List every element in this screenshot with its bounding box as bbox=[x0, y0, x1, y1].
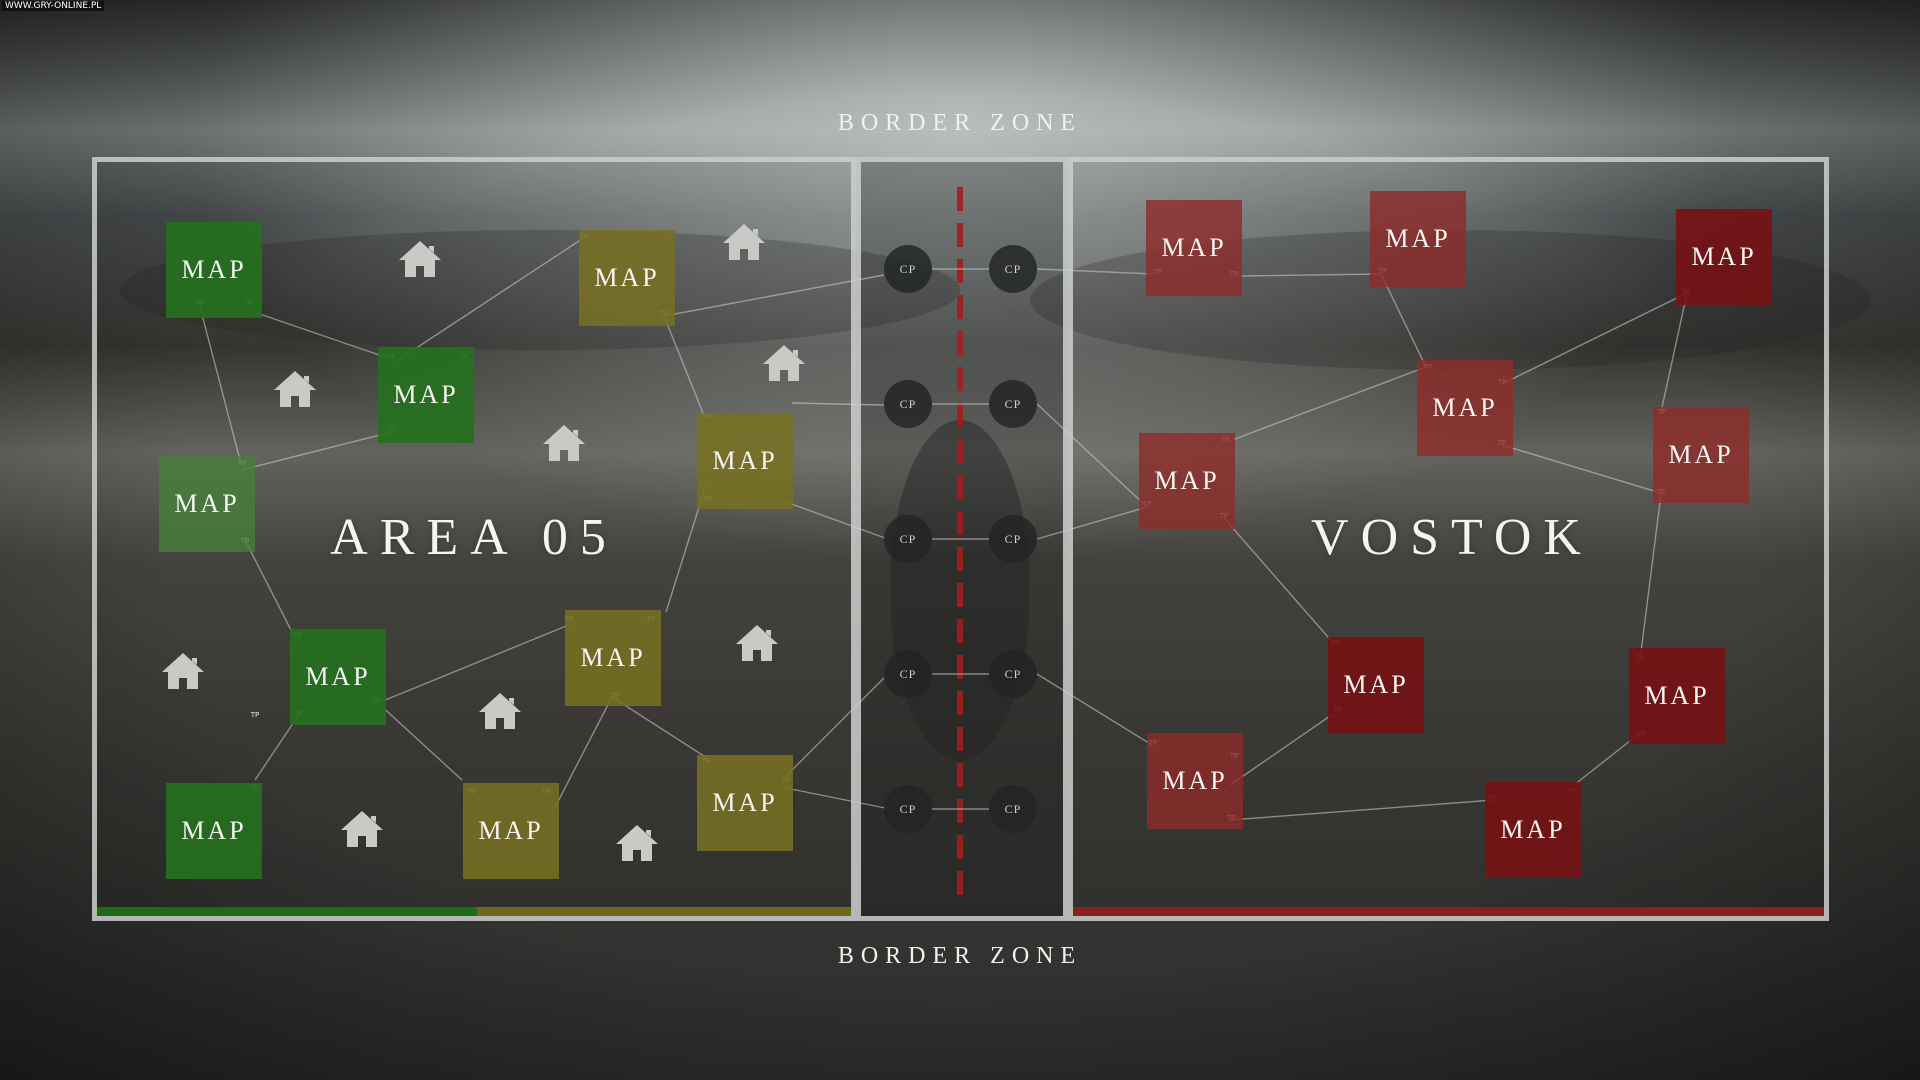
connection-line bbox=[550, 696, 613, 816]
area-05-control-bar-olive bbox=[477, 907, 851, 916]
connection-line bbox=[391, 236, 586, 365]
connection-line bbox=[1036, 268, 1155, 275]
map-tile-v7[interactable]: MAP bbox=[1328, 637, 1424, 733]
connection-line bbox=[377, 702, 463, 781]
connection-line bbox=[663, 274, 885, 317]
house-icon bbox=[341, 811, 383, 847]
map-tile-a1[interactable]: MAP bbox=[166, 222, 262, 318]
connection-line bbox=[611, 696, 708, 759]
map-tile-v6[interactable]: MAP bbox=[1653, 407, 1749, 503]
map-tile-a10[interactable]: MAP bbox=[697, 755, 793, 851]
checkpoint-left-1[interactable]: CP bbox=[884, 245, 932, 293]
vostok-title: VOSTOK bbox=[1311, 509, 1593, 566]
map-tile-a7[interactable]: MAP bbox=[697, 413, 793, 509]
house-icon bbox=[543, 425, 585, 461]
connection-line bbox=[1639, 493, 1662, 661]
connection-line bbox=[785, 501, 886, 539]
map-tile-v2[interactable]: MAP bbox=[1370, 191, 1466, 287]
map-tile-v8[interactable]: MAP bbox=[1629, 648, 1725, 744]
connection-line bbox=[1501, 444, 1665, 495]
connection-line bbox=[1235, 273, 1382, 277]
connection-line bbox=[791, 402, 885, 406]
map-tile-a5[interactable]: MAP bbox=[166, 783, 262, 879]
map-tile-v9[interactable]: MAP bbox=[1147, 733, 1243, 829]
connection-line bbox=[1380, 273, 1427, 368]
connection-line bbox=[1660, 292, 1688, 413]
house-icon bbox=[736, 625, 778, 661]
checkpoint-right-2[interactable]: CP bbox=[989, 380, 1037, 428]
checkpoint-right-4[interactable]: CP bbox=[989, 650, 1037, 698]
map-tile-v1[interactable]: MAP bbox=[1146, 200, 1242, 296]
map-tile-a2[interactable]: MAP bbox=[378, 347, 474, 443]
map-tile-v5[interactable]: MAP bbox=[1139, 433, 1235, 529]
connection-line bbox=[244, 539, 295, 637]
checkpoint-left-3[interactable]: CP bbox=[884, 515, 932, 563]
connection-line bbox=[785, 677, 885, 777]
house-icon bbox=[763, 345, 805, 381]
connection-line bbox=[1501, 292, 1688, 385]
checkpoint-left-4[interactable]: CP bbox=[884, 650, 932, 698]
connection-line bbox=[247, 309, 389, 359]
connection-line bbox=[1036, 673, 1153, 746]
map-tile-v4[interactable]: MAP bbox=[1417, 360, 1513, 456]
border-zone-top-label: BORDER ZONE bbox=[837, 110, 1083, 136]
house-icon bbox=[616, 825, 658, 861]
map-tile-a8[interactable]: MAP bbox=[565, 610, 661, 706]
map-tile-a6[interactable]: MAP bbox=[579, 230, 675, 326]
connection-line bbox=[377, 623, 572, 704]
checkpoint-right-5[interactable]: CP bbox=[989, 785, 1037, 833]
house-icon bbox=[723, 224, 765, 260]
vostok-control-bar-red bbox=[1073, 907, 1824, 916]
map-tile-a9[interactable]: MAP bbox=[463, 783, 559, 879]
border-zone-bottom-label: BORDER ZONE bbox=[837, 943, 1083, 969]
map-tile-v3[interactable]: MAP bbox=[1676, 209, 1772, 305]
house-icon bbox=[479, 693, 521, 729]
area-05-title: AREA 05 bbox=[330, 509, 618, 566]
connection-line bbox=[1229, 799, 1495, 821]
map-tile-v10[interactable]: MAP bbox=[1485, 782, 1581, 878]
connection-line bbox=[785, 787, 886, 809]
watermark-text: WWW.GRY-ONLINE.PL bbox=[2, 1, 105, 11]
connection-line bbox=[1226, 366, 1427, 443]
connection-line bbox=[198, 302, 242, 465]
connection-line bbox=[663, 315, 706, 419]
checkpoint-left-5[interactable]: CP bbox=[884, 785, 932, 833]
house-icon bbox=[274, 371, 316, 407]
checkpoint-right-1[interactable]: CP bbox=[989, 245, 1037, 293]
connection-line bbox=[254, 715, 299, 781]
house-icon bbox=[162, 653, 204, 689]
connection-line bbox=[1223, 517, 1336, 646]
map-tile-a3[interactable]: MAP bbox=[159, 456, 255, 552]
teleport-marker-label: TP bbox=[250, 711, 260, 719]
checkpoint-right-3[interactable]: CP bbox=[989, 515, 1037, 563]
front-line-divider bbox=[957, 187, 963, 897]
connection-line bbox=[1229, 713, 1334, 786]
connection-line bbox=[1036, 403, 1148, 508]
connection-line bbox=[240, 431, 393, 471]
connection-line bbox=[1036, 506, 1148, 540]
area-05-control-bar-green bbox=[97, 907, 477, 916]
checkpoint-left-2[interactable]: CP bbox=[884, 380, 932, 428]
house-icon bbox=[399, 241, 441, 277]
map-tile-a4[interactable]: MAP bbox=[290, 629, 386, 725]
